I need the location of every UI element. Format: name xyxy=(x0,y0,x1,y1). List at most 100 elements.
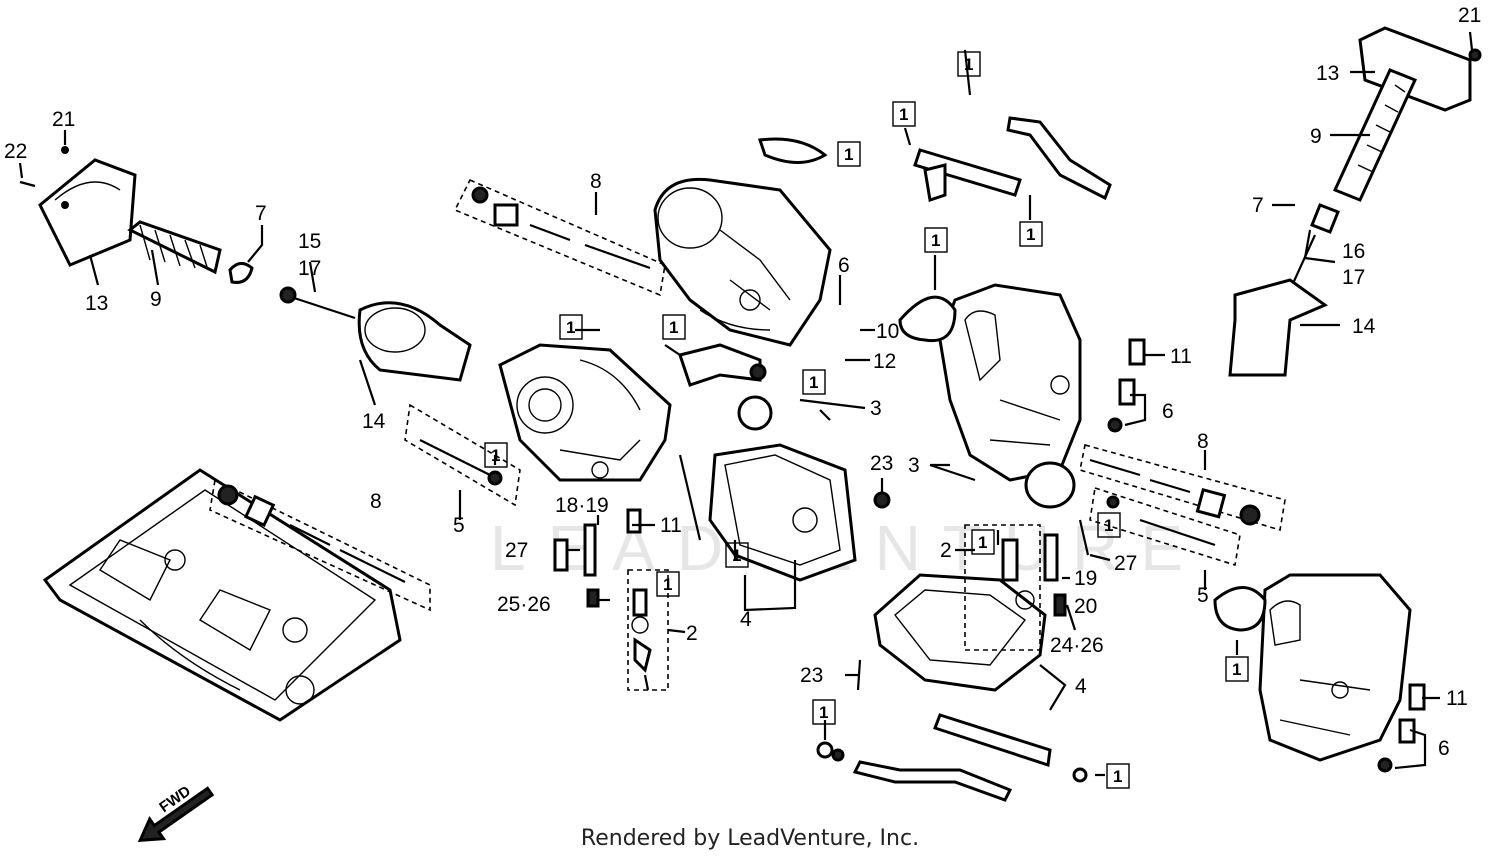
group-box-8-upper xyxy=(453,178,666,297)
boxed-callout: 1 xyxy=(1019,221,1043,247)
callout-3-lower: 3 xyxy=(908,454,920,477)
callout-17-right: 17 xyxy=(1342,266,1365,289)
gasket-o-ring-top xyxy=(757,137,828,164)
boxed-callout: 1 xyxy=(559,314,583,340)
callout-6-right-upper: 6 xyxy=(1162,400,1174,423)
callout-8-right: 8 xyxy=(1197,430,1209,453)
svg-text:1: 1 xyxy=(732,546,741,565)
callout-20: 20 xyxy=(1074,595,1097,618)
boxed-callout: 1 xyxy=(837,141,861,167)
float-right xyxy=(1024,461,1076,509)
screw-21-left xyxy=(61,146,69,154)
callout-10: 10 xyxy=(876,320,899,343)
callout-7-right: 7 xyxy=(1252,194,1264,217)
group-box-5-right xyxy=(1089,486,1241,567)
callout-6-right-lower: 6 xyxy=(1438,737,1450,760)
svg-text:1: 1 xyxy=(566,318,575,337)
callout-2-left: 2 xyxy=(686,622,698,645)
spring-11-b xyxy=(1408,683,1426,711)
svg-text:1: 1 xyxy=(819,703,828,722)
callout-9-left: 9 xyxy=(150,288,162,311)
callout-27-right: 27 xyxy=(1114,552,1137,575)
boxed-callouts: 1 1 1 1 1 1 1 1 1 1 1 1 1 1 1 1 1 1 xyxy=(0,0,1249,789)
carburetor-middle-left xyxy=(498,343,672,482)
svg-text:1: 1 xyxy=(1026,225,1035,244)
lower-left-base-plate xyxy=(42,468,402,722)
jet-24-26 xyxy=(1053,593,1067,617)
svg-text:1: 1 xyxy=(964,55,973,74)
needle-holder-7-right xyxy=(1310,203,1340,234)
svg-text:1: 1 xyxy=(931,231,940,250)
callout-4-right: 4 xyxy=(1075,675,1087,698)
svg-text:1: 1 xyxy=(899,105,908,124)
float-chamber-right xyxy=(873,573,1047,692)
boxed-callout: 1 xyxy=(1225,656,1249,682)
o-ring-right-middle xyxy=(898,295,957,343)
group-box-8-lower-left xyxy=(209,478,431,612)
callout-2-right: 2 xyxy=(940,539,952,562)
callout-25-26: 25·26 xyxy=(497,593,551,616)
piston-14-right xyxy=(1228,278,1329,377)
fwd-arrow: FWD xyxy=(137,783,215,842)
jet-needle-left xyxy=(284,293,356,320)
callout-11-right-lower: 11 xyxy=(1446,687,1468,710)
svg-text:1: 1 xyxy=(663,575,672,594)
jet-18-19 xyxy=(583,523,597,577)
boxed-callout: 1 xyxy=(1106,763,1130,789)
callout-4-left: 4 xyxy=(740,608,752,631)
callout-11-left: 11 xyxy=(660,514,682,537)
jet-19-20 xyxy=(1043,533,1059,582)
jet-11-left xyxy=(626,508,642,534)
callout-14-left: 14 xyxy=(362,410,386,433)
callout-12: 12 xyxy=(873,350,896,373)
callout-19-right: 19 xyxy=(1074,567,1097,590)
svg-text:1: 1 xyxy=(978,533,987,552)
boxed-callout: 1 xyxy=(725,542,749,568)
carburetor-right-middle xyxy=(938,283,1082,482)
jet-25-26 xyxy=(586,588,600,608)
svg-text:1: 1 xyxy=(844,145,853,164)
svg-text:1: 1 xyxy=(669,318,678,337)
o-ring-lower-right xyxy=(1213,586,1267,632)
group-box-8-right xyxy=(1079,444,1286,532)
screw-23-upper xyxy=(873,491,891,509)
svg-text:1: 1 xyxy=(491,446,500,465)
callout-17-left: 17 xyxy=(298,257,321,280)
callout-14-right: 14 xyxy=(1352,315,1376,338)
boxed-callout: 1 xyxy=(924,227,948,253)
boxed-callout: 1 xyxy=(662,314,686,340)
screw-float-left xyxy=(678,454,702,541)
spring-6-a xyxy=(1118,378,1136,406)
needle-holder-7-left xyxy=(228,262,254,284)
float-pin-3 xyxy=(929,463,976,482)
group-box-2-right xyxy=(964,524,1041,651)
fuel-pipe-bottom xyxy=(816,713,1088,802)
callout-27-left: 27 xyxy=(505,539,528,562)
boxed-callout: 1 xyxy=(812,699,836,725)
callout-13-right: 13 xyxy=(1316,62,1339,85)
piston-14-left xyxy=(357,301,472,382)
boxed-callout: 1 xyxy=(0,0,9,4)
boxed-callout: 1 xyxy=(656,571,680,597)
callout-23-lower: 23 xyxy=(800,664,823,687)
screw-21-right xyxy=(1468,48,1482,62)
callout-9-right: 9 xyxy=(1310,125,1322,148)
fuel-pipe-top xyxy=(913,116,1112,202)
jet-27-left xyxy=(553,538,569,572)
spring-9-left xyxy=(127,220,222,275)
callout-15: 15 xyxy=(298,230,321,253)
callout-24-26: 24·26 xyxy=(1050,634,1104,657)
group-box-5-left xyxy=(404,403,521,507)
boxed-callout: 1 xyxy=(957,51,981,77)
right-top-cover-group xyxy=(1228,26,1482,377)
callout-labels: 21 22 13 9 7 15 17 14 8 8 6 10 12 3 3 23… xyxy=(4,4,1481,760)
callout-5-left: 5 xyxy=(453,514,465,537)
callout-21-right: 21 xyxy=(1458,4,1481,27)
svg-text:1: 1 xyxy=(1232,660,1241,679)
callout-6-upper: 6 xyxy=(838,254,850,277)
left-top-cover-group xyxy=(19,146,472,382)
boxed-callout: 1 xyxy=(892,101,916,127)
boxed-callout: 1 xyxy=(802,369,826,395)
boxed-callout: 1 xyxy=(0,0,9,4)
screw-22 xyxy=(19,180,36,188)
